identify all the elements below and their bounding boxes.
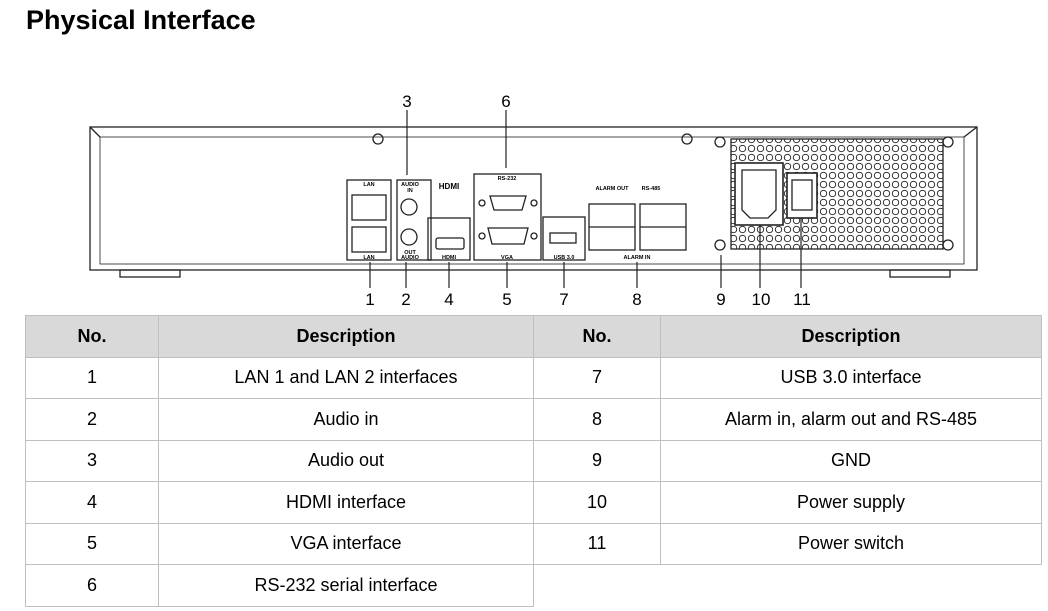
svg-text:USB 3.0: USB 3.0	[554, 255, 575, 261]
svg-text:IN: IN	[407, 188, 413, 194]
callout-1: 1	[365, 290, 374, 309]
power-inlet	[734, 162, 784, 226]
svg-text:OUT: OUT	[404, 250, 416, 256]
foot-left	[119, 269, 181, 278]
rear-panel-diagram: LAN LAN AUDIO IN OUT AUDIO HDMI HDMI RS-…	[89, 92, 978, 309]
svg-text:LAN: LAN	[363, 255, 374, 261]
callout-9: 9	[716, 290, 725, 309]
svg-text:RS-485: RS-485	[642, 186, 661, 192]
svg-text:VGA: VGA	[501, 255, 513, 261]
svg-text:AUDIO: AUDIO	[401, 182, 419, 188]
callout-8: 8	[632, 290, 641, 309]
svg-text:HDMI: HDMI	[442, 255, 457, 261]
callout-2: 2	[401, 290, 410, 309]
svg-text:RS-232: RS-232	[498, 176, 517, 182]
table-header: No. Description No. Description	[25, 315, 1042, 358]
chassis	[89, 126, 978, 271]
callout-4: 4	[444, 290, 453, 309]
callout-6: 6	[501, 92, 510, 111]
callout-10: 10	[752, 290, 771, 309]
callout-11: 11	[793, 290, 811, 309]
svg-text:ALARM IN: ALARM IN	[624, 255, 651, 261]
callout-7: 7	[559, 290, 568, 309]
callout-3: 3	[402, 92, 411, 111]
svg-text:LAN: LAN	[363, 182, 374, 188]
svg-text:AUDIO: AUDIO	[401, 255, 419, 261]
svg-text:ALARM OUT: ALARM OUT	[596, 186, 630, 192]
foot-right	[889, 269, 951, 278]
page-title: Physical Interface	[26, 5, 256, 35]
svg-text:HDMI: HDMI	[439, 182, 459, 191]
callout-5: 5	[502, 290, 511, 309]
